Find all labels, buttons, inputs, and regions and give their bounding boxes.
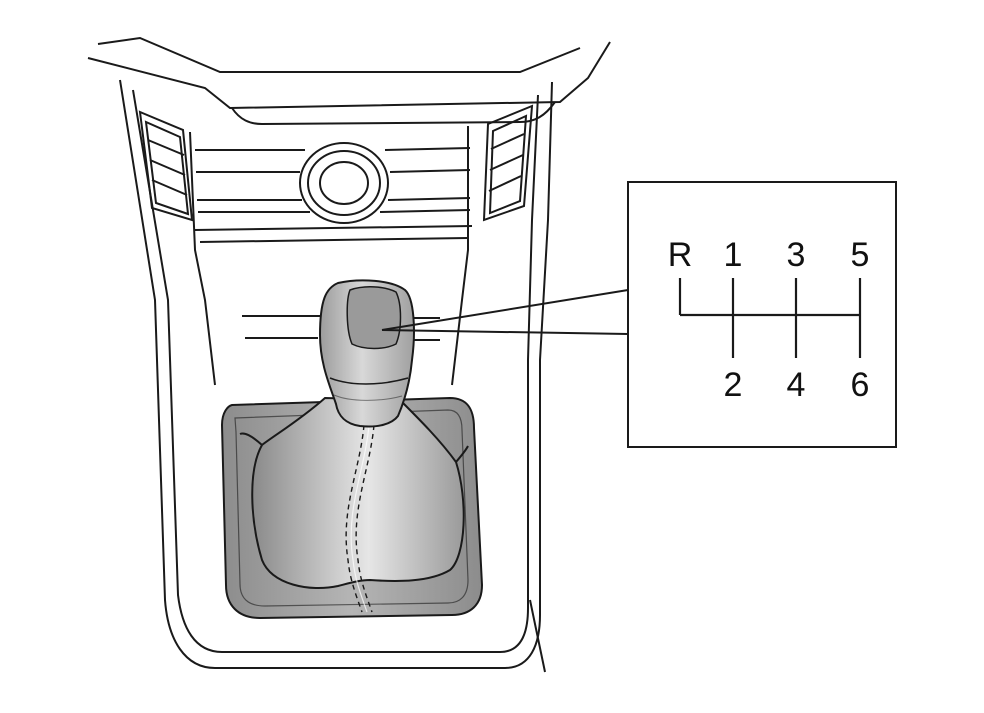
gear-label-2: 2 <box>724 366 743 404</box>
console-trim-lines <box>242 315 440 341</box>
gear-label-1: 1 <box>724 236 743 274</box>
left-air-vent <box>138 110 194 222</box>
gear-label-4: 4 <box>787 366 806 404</box>
shift-pattern-lines <box>678 278 862 358</box>
gear-label-6: 6 <box>851 366 870 404</box>
gear-knob <box>318 279 415 428</box>
dashboard-outline <box>87 36 611 126</box>
gear-label-3: 3 <box>787 236 806 274</box>
shift-boot <box>239 396 469 613</box>
gear-label-5: 5 <box>851 236 870 274</box>
center-console <box>119 79 553 669</box>
rotary-control-knob <box>299 142 389 224</box>
right-air-vent <box>482 104 534 222</box>
control-panel <box>195 147 471 213</box>
console-lower-line <box>529 599 546 673</box>
gear-label-reverse: R <box>668 236 693 274</box>
callout-leader <box>381 289 629 335</box>
